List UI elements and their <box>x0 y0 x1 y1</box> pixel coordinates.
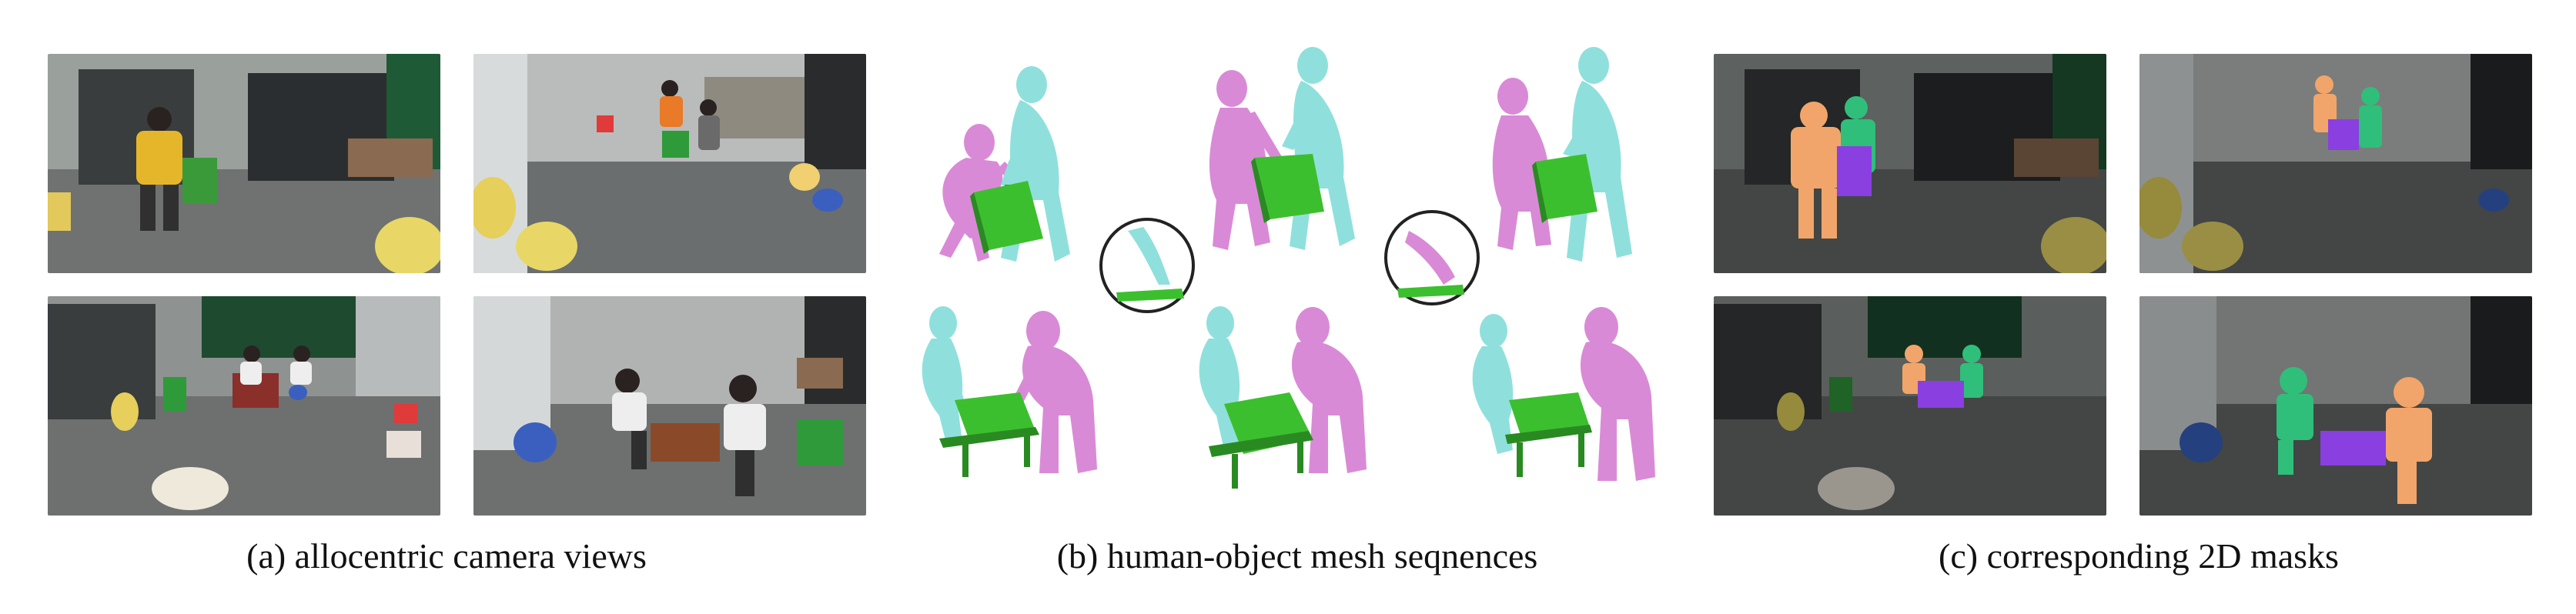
mesh-sequence-figure <box>922 47 1655 489</box>
mesh-frame-2 <box>1209 47 1355 250</box>
mesh-frame-1 <box>939 66 1070 262</box>
mesh-frame-3 <box>1492 47 1632 262</box>
camera-view-1 <box>48 54 440 273</box>
caption-b: (b) human-object mesh seqnences <box>1056 536 1538 576</box>
contact-zoom-2 <box>1384 210 1480 305</box>
panel-a-camera-views: (a) allocentric camera views <box>0 0 893 614</box>
mask-view-4 <box>2139 296 2532 516</box>
camera-view-4 <box>473 296 866 516</box>
mesh-frame-6 <box>1472 307 1655 481</box>
mask-view-3 <box>1714 296 2106 516</box>
camera-view-2 <box>473 54 866 273</box>
mask-view-2 <box>2139 54 2532 273</box>
panel-b-mesh-sequences: (b) human-object mesh seqnences <box>893 0 1701 614</box>
caption-a: (a) allocentric camera views <box>246 536 647 576</box>
mesh-frame-4 <box>922 306 1097 477</box>
mesh-frame-5 <box>1199 306 1367 489</box>
panel-c-2d-masks: (c) corresponding 2D masks <box>1701 0 2576 614</box>
camera-view-3 <box>48 296 440 516</box>
mask-view-1 <box>1714 54 2106 273</box>
caption-c: (c) corresponding 2D masks <box>1939 536 2339 576</box>
contact-zoom-1 <box>1099 218 1195 313</box>
